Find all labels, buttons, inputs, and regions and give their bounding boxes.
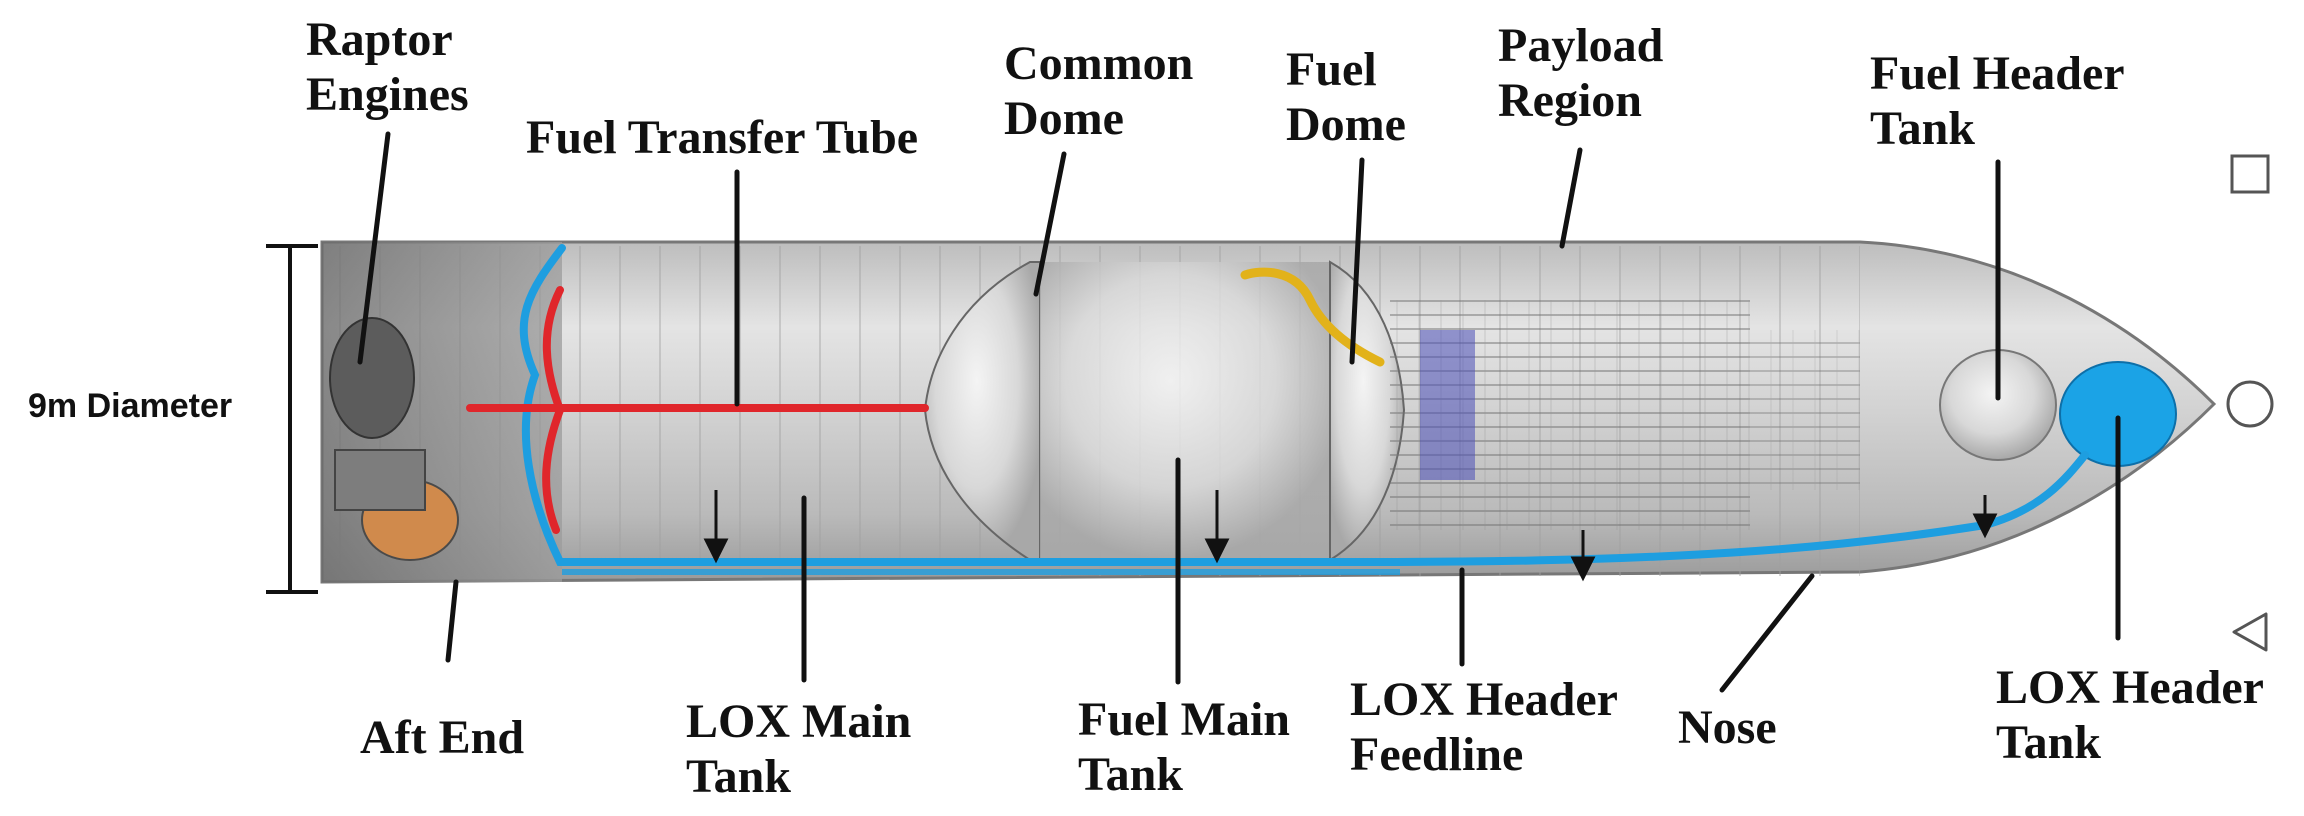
circle-icon[interactable]	[2222, 376, 2278, 432]
raptor-engine-upper	[329, 317, 415, 439]
square-icon[interactable]	[2222, 146, 2278, 202]
square-icon-glyph	[2230, 154, 2270, 194]
label-fuel-transfer-tube: Fuel Transfer Tube	[526, 111, 919, 164]
fuel-transfer-tube-shape	[466, 286, 929, 534]
triangle-back-icon-glyph	[2232, 612, 2268, 652]
label-nose: Nose	[1678, 701, 1777, 754]
label-raptor-engines: Raptor Engines	[306, 13, 469, 121]
lox-feedline	[519, 244, 2089, 566]
triangle-back-icon[interactable]	[2222, 604, 2278, 660]
label-fuel-main-tank: Fuel Main Tank	[1078, 693, 1290, 801]
flow-arrows	[703, 490, 1998, 582]
label-lox-main-tank: LOX Main Tank	[686, 695, 912, 803]
label-fuel-dome: Fuel Dome	[1286, 43, 1406, 151]
label-lox-header-tank: LOX Header Tank	[1996, 661, 2264, 769]
label-lox-header-feedline: LOX Header Feedline	[1350, 673, 1618, 781]
label-9m-diameter: 9m Diameter	[28, 387, 233, 425]
label-fuel-header-tank: Fuel Header Tank	[1870, 47, 2125, 155]
label-common-dome: Common Dome	[1004, 37, 1194, 145]
diameter-bracket	[266, 244, 318, 594]
label-aft-end: Aft End	[360, 711, 525, 764]
leader-lines	[357, 131, 2121, 693]
circle-icon-glyph	[2226, 380, 2274, 428]
common-dome-shape	[923, 261, 1041, 561]
label-payload-region: Payload Region	[1498, 19, 1664, 127]
